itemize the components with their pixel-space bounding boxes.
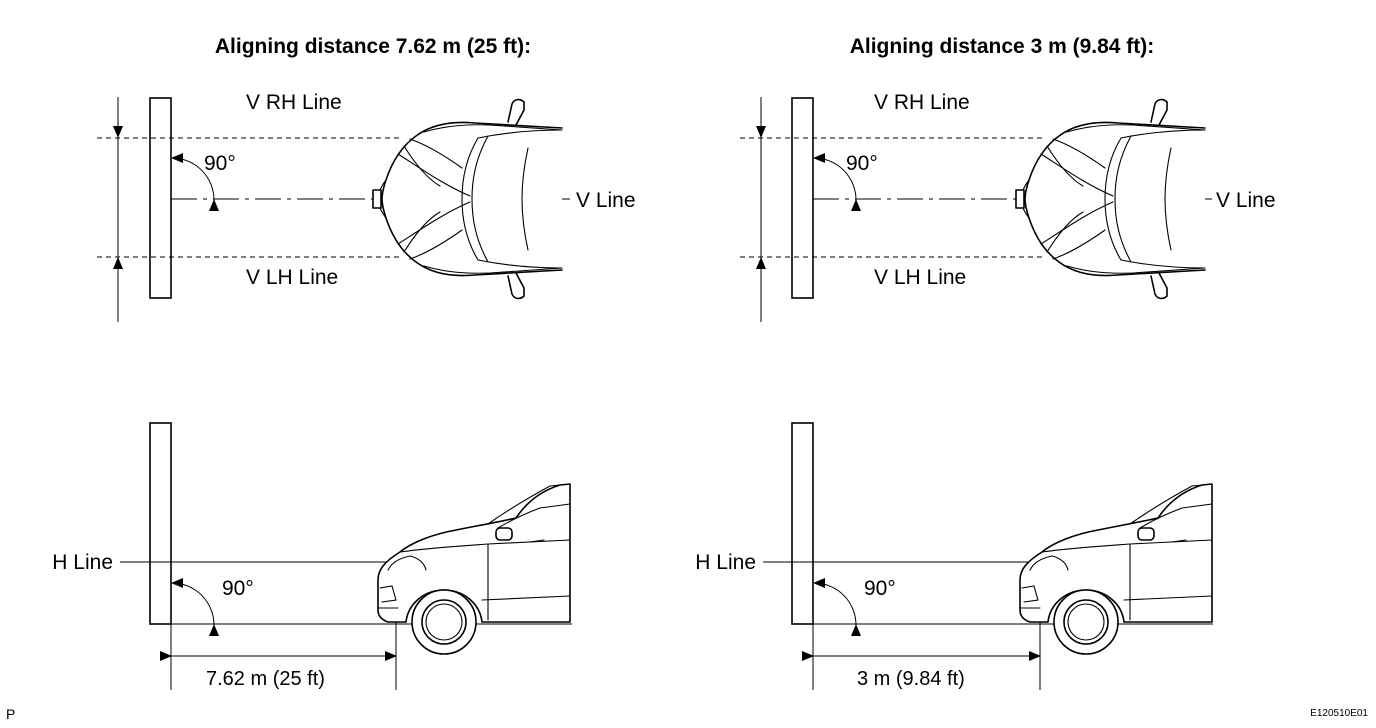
left-angle-bottom-label: 90° xyxy=(222,577,254,600)
right-angle-arc-bottom xyxy=(813,578,862,637)
left-v-rh-label: V RH Line xyxy=(246,91,342,114)
right-car-top-view xyxy=(1015,98,1206,300)
left-h-line-label: H Line xyxy=(52,551,113,574)
right-v-rh-label: V RH Line xyxy=(874,91,970,114)
left-distance-label: 7.62 m (25 ft) xyxy=(206,668,325,690)
left-v-lh-label: V LH Line xyxy=(246,266,338,289)
right-top-view: V RH Line 90° V Line V LH Line xyxy=(740,91,1276,322)
left-panel: Aligning distance 7.62 m (25 ft): V RH L… xyxy=(52,35,636,690)
right-car-side-view xyxy=(1019,483,1213,655)
left-screen-top xyxy=(149,97,172,299)
left-screen-side xyxy=(149,422,172,625)
right-angle-bottom-label: 90° xyxy=(864,577,896,600)
left-angle-arc-bottom xyxy=(171,578,220,637)
right-angle-top-label: 90° xyxy=(846,152,878,175)
right-angle-arc-top xyxy=(813,153,862,212)
left-angle-arc-top xyxy=(171,153,220,212)
figure-code: E120510E01 xyxy=(1310,708,1368,719)
right-distance-label: 3 m (9.84 ft) xyxy=(857,668,965,690)
right-v-lh-label: V LH Line xyxy=(874,266,966,289)
right-screen-top xyxy=(791,97,814,299)
corner-mark: P xyxy=(6,706,15,722)
left-panel-title: Aligning distance 7.62 m (25 ft): xyxy=(215,35,531,58)
right-side-view: H Line 90° 3 m (9.84 ft) xyxy=(695,422,1213,690)
left-v-line-label: V Line xyxy=(576,189,636,212)
left-side-view: H Line 90° 7.62 m (25 ft) xyxy=(52,422,572,690)
right-h-line-label: H Line xyxy=(695,551,756,574)
left-top-view: V RH Line 90° V Line V LH Line xyxy=(97,91,636,322)
left-car-top-view xyxy=(372,98,563,300)
right-screen-side xyxy=(791,422,814,625)
right-panel-title: Aligning distance 3 m (9.84 ft): xyxy=(850,35,1155,58)
right-panel: Aligning distance 3 m (9.84 ft): V RH Li… xyxy=(695,35,1276,690)
left-angle-top-label: 90° xyxy=(204,152,236,175)
left-car-side-view xyxy=(377,483,571,655)
right-v-line-label: V Line xyxy=(1216,189,1276,212)
